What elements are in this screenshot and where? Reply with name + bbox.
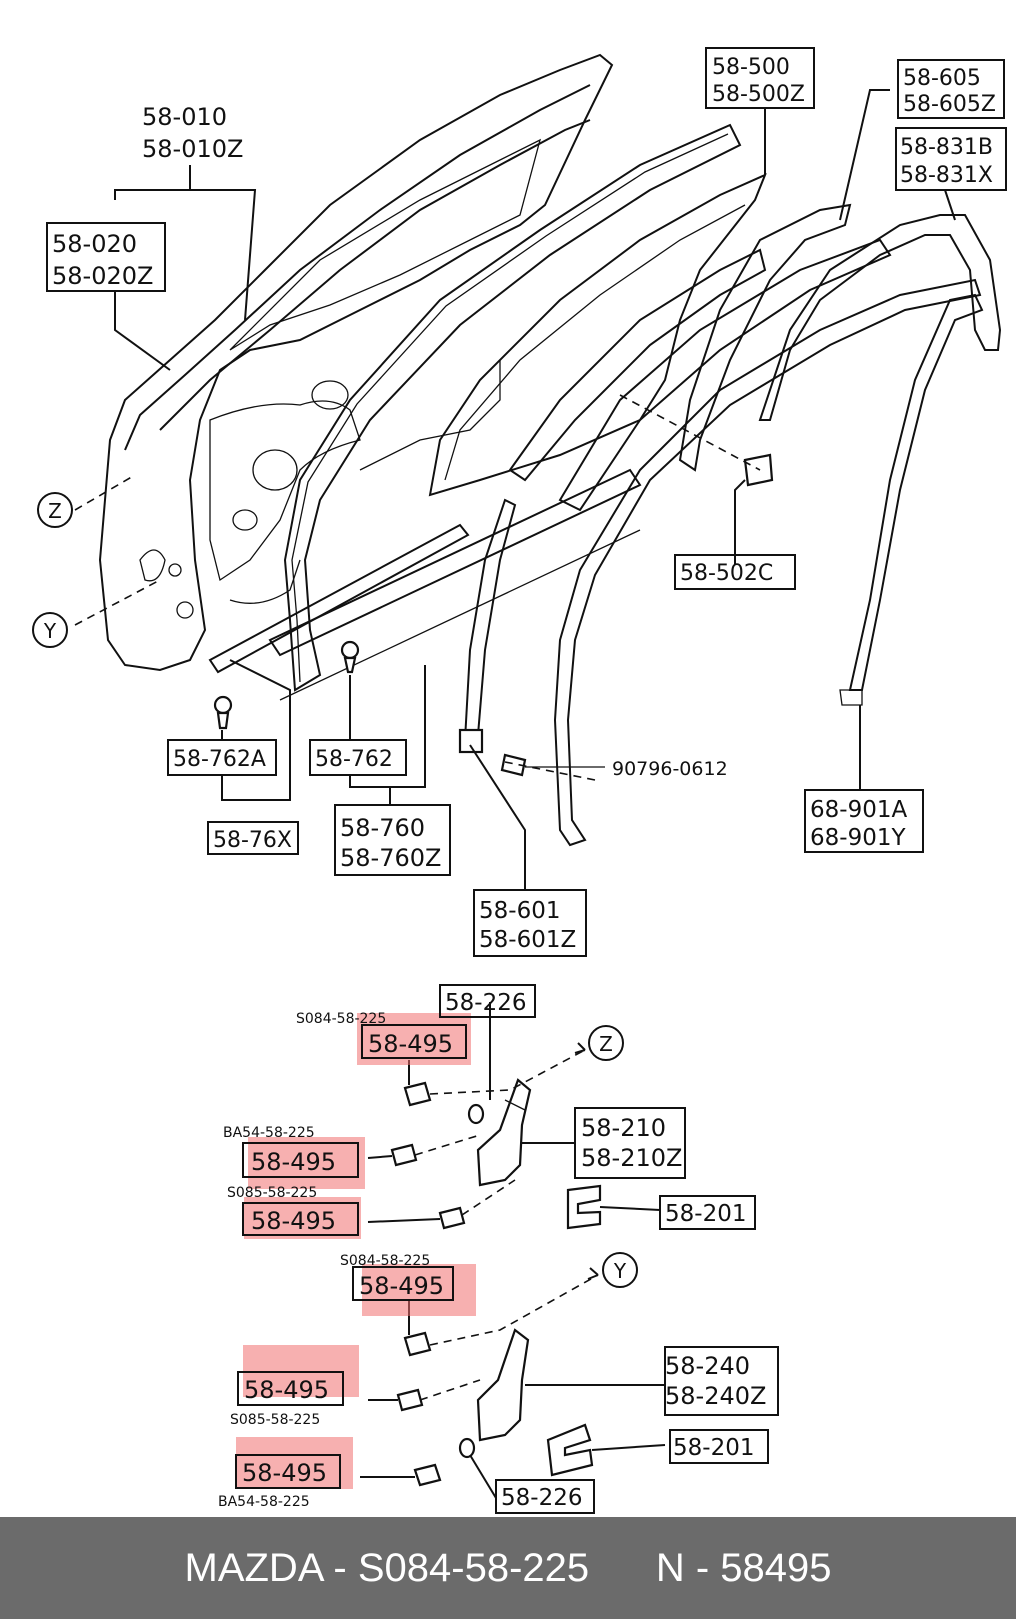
bolt-label-4-sub: S084-58-225 — [340, 1253, 430, 1269]
bolt-label-1-sub: S084-58-225 — [296, 1011, 386, 1027]
label-58-210-line1: 58-210 — [581, 1114, 666, 1142]
label-58-500-line2: 58-500Z — [712, 82, 805, 107]
bolt-label-6-sub: BA54-58-225 — [218, 1494, 310, 1510]
label-58-831: 58-831B 58-831X — [895, 127, 1007, 191]
bolt-label-4-code: 58-495 — [359, 1272, 444, 1300]
footer-brand-code: MAZDA - S084-58-225 — [184, 1545, 590, 1590]
label-58-201-upper: 58-201 — [659, 1195, 756, 1230]
label-58-020-line1: 58-020 — [52, 230, 137, 258]
leader-lines-lower — [360, 1002, 666, 1499]
label-58-226-lower: 58-226 — [495, 1479, 595, 1514]
label-58-226-upper-text: 58-226 — [445, 990, 526, 1016]
label-58-210-line2: 58-210Z — [581, 1144, 682, 1172]
label-58-020-line2: 58-020Z — [52, 262, 153, 290]
label-58-500: 58-500 58-500Z — [705, 47, 815, 109]
label-58-605: 58-605 58-605Z — [897, 59, 1005, 119]
marker-y-upper: Y — [32, 612, 68, 648]
bolt-label-6-code: 58-495 — [242, 1459, 327, 1487]
label-58-201-lower: 58-201 — [669, 1429, 769, 1464]
marker-y-lower: Y — [602, 1252, 638, 1288]
label-58-76x-text: 58-76X — [213, 828, 292, 853]
label-58-605-line2: 58-605Z — [903, 92, 996, 117]
bolt-label-3-code: 58-495 — [251, 1207, 336, 1235]
label-58-010-line2: 58-010Z — [142, 135, 243, 163]
label-58-762-text: 58-762 — [315, 747, 393, 772]
bolt-label-3: S085-58-225 58-495 — [227, 1185, 361, 1239]
marker-y-lower-text: Y — [613, 1259, 627, 1283]
footer-spacer — [589, 1546, 656, 1591]
label-68-901: 68-901A 68-901Y — [804, 789, 924, 853]
label-58-502c: 58-502C — [674, 554, 796, 590]
label-58-240-line2: 58-240Z — [665, 1382, 766, 1410]
label-58-010-line1: 58-010 — [142, 103, 227, 131]
bolt-label-2-sub: BA54-58-225 — [223, 1125, 315, 1141]
parts-diagram: 58-010 58-010Z 58-020 58-020Z 58-500 58-… — [32, 47, 1007, 1514]
marker-z-upper: Z — [37, 492, 73, 528]
bolt-label-1: S084-58-225 58-495 — [296, 1011, 471, 1065]
label-58-226-upper: 58-226 — [439, 984, 536, 1018]
label-58-760: 58-760 58-760Z — [334, 804, 451, 876]
label-58-010: 58-010 58-010Z — [142, 103, 243, 163]
label-58-500-line1: 58-500 — [712, 55, 790, 80]
label-58-762a-text: 58-762A — [173, 747, 266, 772]
label-58-240: 58-240 58-240Z — [664, 1346, 779, 1416]
marker-z-lower: Z — [588, 1025, 624, 1061]
label-90796-0612: 90796-0612 — [612, 758, 728, 780]
footer-caption-bar: MAZDA - S084-58-225 N - 58495 — [0, 1517, 1016, 1619]
bolt-label-1-code: 58-495 — [368, 1030, 453, 1058]
hinge-drawing — [390, 1042, 602, 1487]
label-58-831-line1: 58-831B — [900, 135, 993, 160]
label-58-605-line1: 58-605 — [903, 66, 981, 91]
label-58-020: 58-020 58-020Z — [46, 222, 166, 292]
bolt-label-2-code: 58-495 — [251, 1148, 336, 1176]
label-90796-0612-text: 90796-0612 — [612, 758, 728, 780]
bolt-label-5: 58-495 S085-58-225 — [230, 1345, 359, 1428]
label-58-502c-text: 58-502C — [680, 561, 773, 586]
footer-part-number: N - 58495 — [655, 1545, 832, 1590]
label-58-76x: 58-76X — [207, 821, 299, 855]
bolt-label-2: BA54-58-225 58-495 — [223, 1125, 365, 1189]
label-58-762: 58-762 — [309, 739, 407, 776]
label-58-210: 58-210 58-210Z — [574, 1107, 686, 1179]
label-58-226-lower-text: 58-226 — [501, 1485, 582, 1511]
leader-lines-upper — [114, 89, 956, 890]
label-58-601-line2: 58-601Z — [479, 927, 576, 953]
bolt-label-5-sub: S085-58-225 — [230, 1412, 320, 1428]
label-58-201-lower-text: 58-201 — [673, 1435, 754, 1461]
marker-y-upper-text: Y — [43, 619, 57, 643]
label-58-601-line1: 58-601 — [479, 898, 560, 924]
label-58-201-upper-text: 58-201 — [665, 1201, 746, 1227]
marker-z-upper-text: Z — [48, 499, 62, 523]
label-68-901-line2: 68-901Y — [810, 825, 906, 851]
bolt-label-6: 58-495 BA54-58-225 — [218, 1437, 353, 1510]
label-58-240-line1: 58-240 — [665, 1352, 750, 1380]
bolt-label-5-code: 58-495 — [244, 1376, 329, 1404]
label-68-901-line1: 68-901A — [810, 797, 907, 823]
label-58-760-line1: 58-760 — [340, 814, 425, 842]
label-58-762a: 58-762A — [167, 739, 277, 776]
label-58-601: 58-601 58-601Z — [473, 889, 587, 957]
marker-z-lower-text: Z — [599, 1032, 613, 1056]
label-58-760-line2: 58-760Z — [340, 844, 441, 872]
door-assembly-drawing — [74, 53, 1002, 847]
bolt-label-3-sub: S085-58-225 — [227, 1185, 317, 1201]
bolt-label-4: S084-58-225 58-495 — [340, 1253, 476, 1316]
label-58-831-line2: 58-831X — [900, 163, 993, 188]
